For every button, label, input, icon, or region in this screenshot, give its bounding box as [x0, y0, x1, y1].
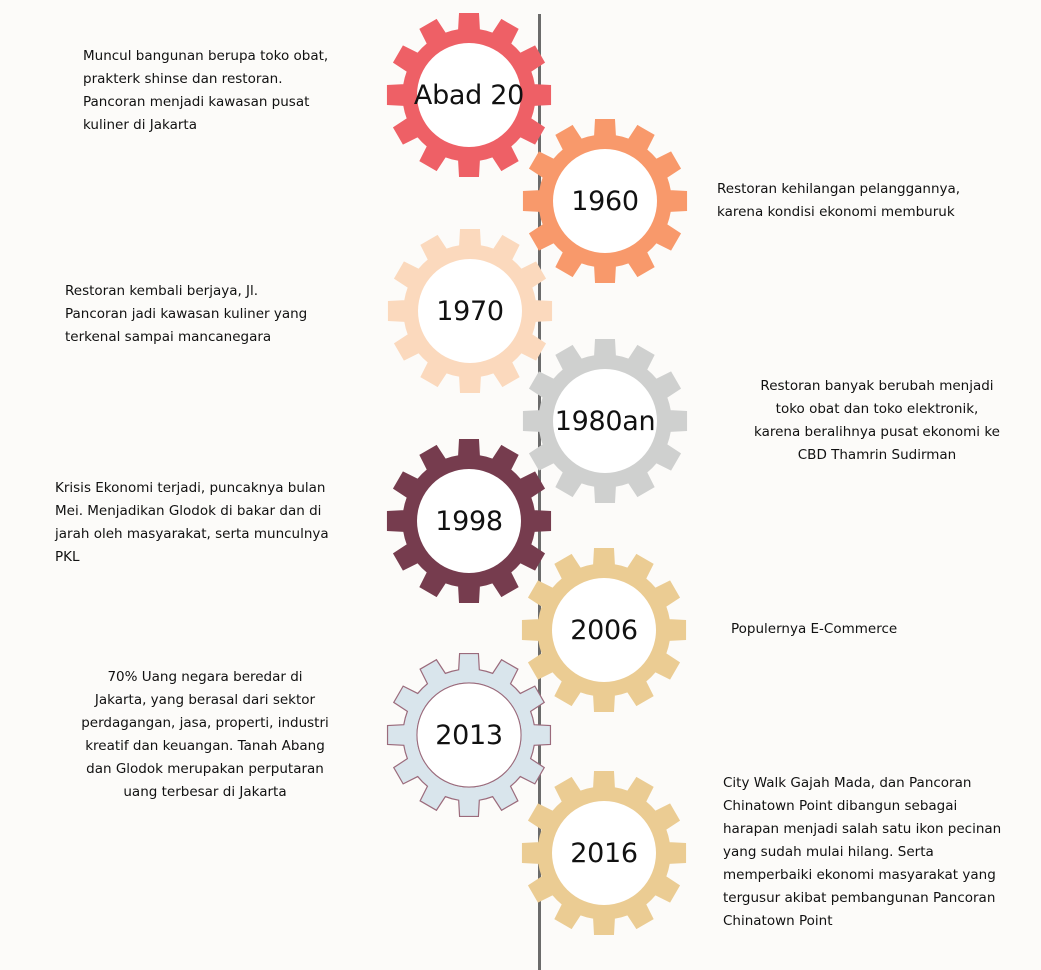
gear-center	[417, 43, 521, 147]
gear-center	[416, 682, 522, 788]
gear-icon	[387, 228, 553, 394]
gear-center	[552, 801, 656, 905]
gear-1998: 1998	[384, 436, 554, 606]
gear-2016: 2016	[519, 768, 689, 938]
gear-label: 1998	[435, 505, 503, 537]
gear-label: 1970	[436, 295, 504, 327]
event-description-2013: 70% Uang negara beredar di Jakarta, yang…	[81, 669, 329, 800]
event-description-1998: Krisis Ekonomi terjadi, puncaknya bulan …	[55, 480, 329, 565]
gear-1970: 1970	[385, 226, 555, 396]
gear-1960: 1960	[520, 116, 690, 286]
gear-center	[552, 578, 656, 682]
gear-center	[418, 259, 522, 363]
gear-icon	[386, 12, 552, 178]
gear-icon	[521, 770, 687, 936]
gear-label: 2013	[435, 719, 503, 751]
gear-abad-20: Abad 20	[384, 10, 554, 180]
gear-center	[553, 149, 657, 253]
gear-label: Abad 20	[413, 79, 525, 111]
gear-label: 1980an	[554, 405, 656, 437]
gear-2013: 2013	[384, 650, 554, 820]
gear-icon	[522, 118, 688, 284]
gear-label: 2006	[570, 614, 638, 646]
event-description-2016: City Walk Gajah Mada, dan Pancoran China…	[723, 775, 1002, 929]
event-description-abad-20: Muncul bangunan berupa toko obat, prakte…	[83, 48, 329, 133]
gear-icon	[386, 652, 552, 818]
gear-label: 1960	[571, 185, 639, 217]
gear-icon	[522, 338, 688, 504]
event-description-2006: Populernya E-Commerce	[731, 621, 898, 637]
event-description-1970: Restoran kembali berjaya, Jl. Pancoran j…	[65, 283, 308, 345]
gear-center	[417, 469, 521, 573]
gear-icon	[521, 547, 687, 713]
event-description-1980an: Restoran banyak berubah menjadi toko oba…	[754, 378, 1000, 463]
gear-label: 2016	[570, 837, 638, 869]
gear-center	[553, 369, 657, 473]
event-description-1960: Restoran kehilangan pelanggannya, karena…	[717, 181, 961, 220]
gear-2006: 2006	[519, 545, 689, 715]
gear-icon	[386, 438, 552, 604]
gear-1980an: 1980an	[520, 336, 690, 506]
